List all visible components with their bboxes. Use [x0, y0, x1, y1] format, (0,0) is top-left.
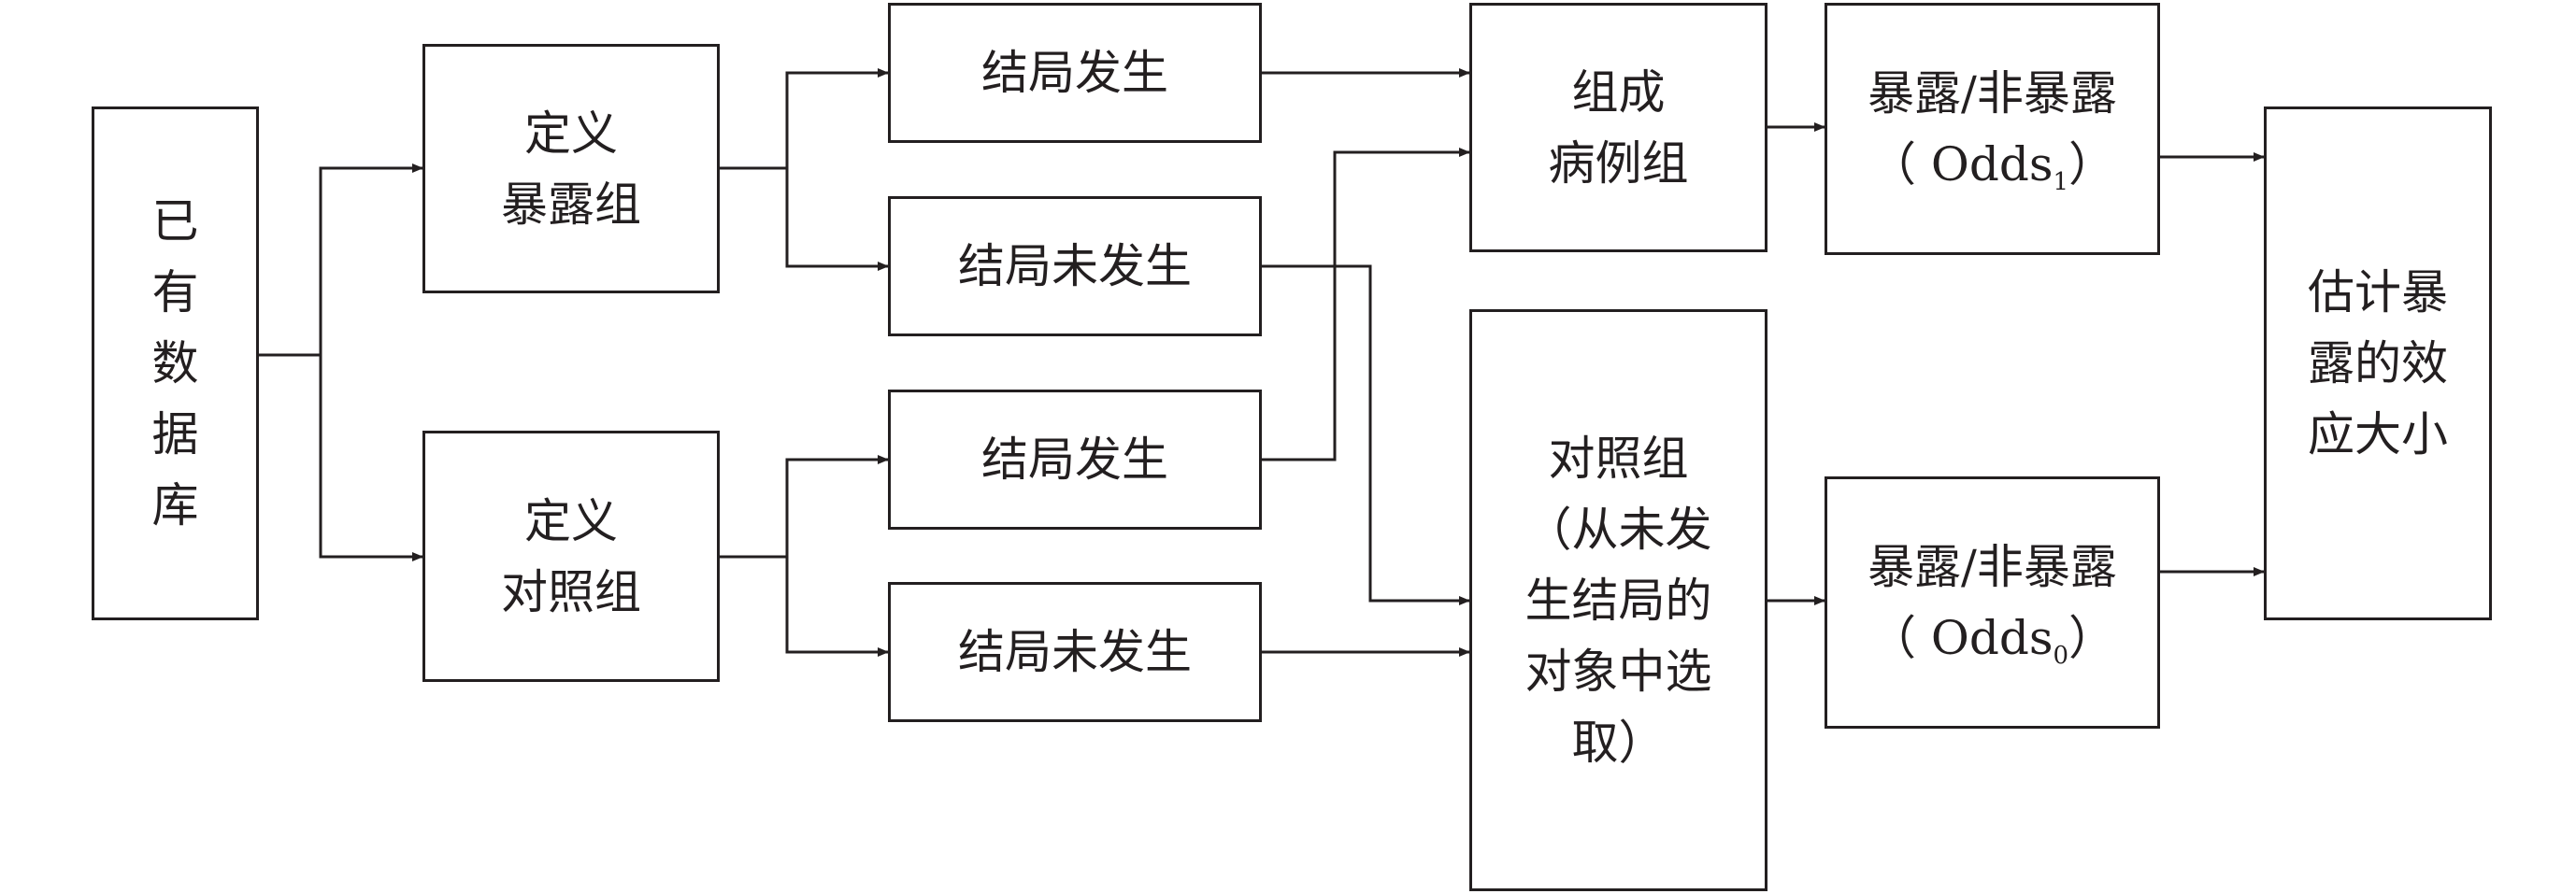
- connector-control-to-outcome-yes: [785, 455, 889, 557]
- outcome-occurred-label: 结局发生: [981, 433, 1168, 487]
- control-group-label-line: 取）: [1571, 715, 1666, 770]
- case-group-label-line: 病例组: [1548, 135, 1689, 191]
- define-exposure-label-line: 定义: [524, 106, 618, 161]
- odds0-suffix: ）: [2068, 611, 2116, 665]
- control-group-label-line: 对照组: [1548, 431, 1689, 486]
- outcome-not-occurred-box-1: 结局未发生: [888, 196, 1262, 336]
- odds1-box: 暴露/非暴露 （ Odds1）: [1825, 3, 2160, 255]
- define-control-label-line: 对照组: [501, 564, 641, 619]
- connector-exposure-to-outcome-no: [785, 168, 889, 271]
- connector-split-to-exposure: [319, 163, 423, 355]
- database-label-line: 已: [151, 194, 199, 248]
- outcome-not-occurred-label: 结局未发生: [958, 625, 1192, 679]
- connector-exposure-to-outcome-yes: [785, 68, 889, 168]
- connector-outcome-yes-2-to-case: [1262, 148, 1470, 461]
- database-label-line: 有: [151, 265, 199, 319]
- odds0-box: 暴露/非暴露 （ Odds0）: [1825, 476, 2160, 729]
- odds0-value-label: （ Odds0）: [1869, 603, 2115, 674]
- database-label-line: 库: [151, 478, 199, 532]
- odds0-subscript: 0: [2053, 642, 2069, 670]
- effect-label-line: 应大小: [2308, 407, 2448, 461]
- odds1-value-label: （ Odds1）: [1869, 129, 2115, 200]
- odds0-prefix: （ Odds: [1868, 611, 2054, 665]
- case-group-box: 组成 病例组: [1469, 3, 1767, 252]
- odds1-ratio-label: 暴露/非暴露: [1868, 66, 2117, 121]
- control-group-box: 对照组 （从未发 生结局的 对象中选 取）: [1469, 309, 1767, 891]
- define-exposure-group-box: 定义 暴露组: [422, 44, 720, 293]
- odds1-subscript: 1: [2053, 168, 2069, 196]
- connector-outcome-no-1-to-control: [1262, 264, 1470, 605]
- outcome-occurred-box-2: 结局发生: [888, 390, 1262, 530]
- effect-estimate-box: 估计暴 露的效 应大小: [2264, 106, 2492, 620]
- effect-label-line: 估计暴: [2308, 265, 2448, 319]
- control-group-label-line: 对象中选: [1524, 644, 1712, 699]
- outcome-not-occurred-box-2: 结局未发生: [888, 582, 1262, 722]
- control-group-label-line: 生结局的: [1524, 573, 1712, 628]
- odds1-suffix: ）: [2068, 137, 2116, 192]
- odds1-prefix: （ Odds: [1868, 137, 2054, 192]
- effect-label-line: 露的效: [2308, 336, 2448, 390]
- define-control-label-line: 定义: [524, 493, 618, 548]
- outcome-not-occurred-label: 结局未发生: [958, 239, 1192, 293]
- connector-split-to-control: [319, 355, 423, 561]
- outcome-occurred-label: 结局发生: [981, 46, 1168, 100]
- database-label-line: 据: [151, 407, 199, 461]
- control-group-label-line: （从未发: [1524, 502, 1712, 557]
- case-group-label-line: 组成: [1571, 64, 1666, 120]
- database-label-line: 数: [151, 336, 199, 390]
- database-box: 已 有 数 据 库: [92, 106, 259, 620]
- define-control-group-box: 定义 对照组: [422, 431, 720, 682]
- define-exposure-label-line: 暴露组: [501, 177, 641, 232]
- outcome-occurred-box-1: 结局发生: [888, 3, 1262, 143]
- odds0-ratio-label: 暴露/非暴露: [1868, 540, 2117, 594]
- connector-control-to-outcome-no: [785, 557, 889, 657]
